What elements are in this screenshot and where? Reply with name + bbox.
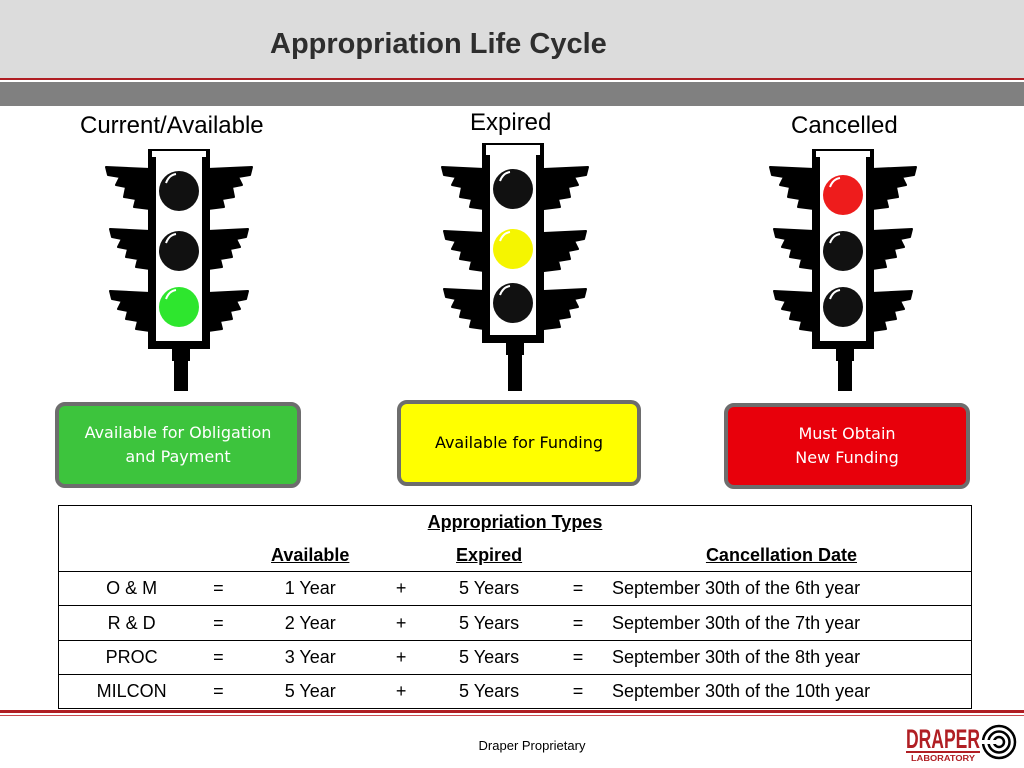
cell-plus: + [388,571,415,606]
active-lamp [823,175,863,215]
cell-equals: = [563,673,592,709]
cell-type: R & D [58,605,205,641]
header-band [0,82,1024,106]
status-box-expired: Available for Funding [397,400,641,486]
table-row: R & D = 2 Year + 5 Years = September 30t… [58,605,972,641]
header-cell-empty [59,540,205,572]
header-cancellation-date: Cancellation Date [705,544,857,565]
cell-plus: + [388,639,415,675]
cell-equals: = [204,571,233,606]
cell-equals: = [204,673,233,709]
label-current-available: Current/Available [80,112,264,139]
footer-proprietary-text: Draper Proprietary [478,738,586,753]
header-cell-empty [564,540,592,572]
logo-wordmark: DRAPER [906,724,980,754]
footer-rule [0,710,1024,713]
header-cell-empty [388,540,414,572]
cell-cancellation-date: September 30th of the 6th year [591,571,972,606]
slide-title: Appropriation Life Cycle [270,28,607,60]
logo-subtitle: LABORATORY [911,754,976,763]
status-text-expired: Available for Funding [434,433,604,452]
traffic-light-green-icon [105,149,253,391]
cell-cancellation-date: September 30th of the 7th year [591,605,972,641]
cell-plus: + [388,673,415,709]
table-title-row: Appropriation Types [59,506,972,540]
table-row: PROC = 3 Year + 5 Years = September 30th… [58,639,972,675]
cell-type: O & M [58,571,205,606]
cell-type: PROC [58,639,205,675]
cell-type: MILCON [58,673,205,709]
active-lamp [159,287,199,327]
active-lamp [493,229,533,269]
status-box-available: Available for Obligation and Payment [55,402,301,488]
status-box-cancelled: Must Obtain New Funding [724,403,970,489]
header-expired: Expired [456,544,523,565]
table-row: O & M = 1 Year + 5 Years = September 30t… [58,571,972,606]
cell-expired: 5 Years [414,639,564,675]
traffic-light-yellow-icon [441,143,589,391]
status-text-available: Available for Obligation and Payment [84,423,272,466]
cell-expired: 5 Years [414,673,564,709]
cell-equals: = [204,605,233,641]
table-title: Appropriation Types [427,512,603,533]
cell-expired: 5 Years [414,571,564,606]
header-bar [0,0,1024,80]
cell-plus: + [388,605,415,641]
draper-laboratory-logo: DRAPER LABORATORY [906,724,1017,763]
status-text-cancelled: Must Obtain New Funding [795,424,899,467]
label-expired: Expired [470,109,552,136]
cell-cancellation-date: September 30th of the 10th year [591,673,972,709]
cell-available: 3 Year [232,639,389,675]
cell-cancellation-date: September 30th of the 8th year [591,639,972,675]
label-cancelled: Cancelled [791,112,898,139]
table-header-row: Available Expired Cancellation Date [59,540,972,572]
cell-available: 2 Year [232,605,389,641]
cell-expired: 5 Years [414,605,564,641]
table-row: MILCON = 5 Year + 5 Years = September 30… [58,673,972,709]
cell-available: 1 Year [232,571,389,606]
header-available: Available [271,544,350,565]
header-cell-empty [204,540,232,572]
cell-equals: = [563,639,592,675]
footer-rule-thin [0,715,1024,716]
cell-available: 5 Year [232,673,389,709]
appropriation-types-table: Appropriation Types Available Expired Ca… [58,505,972,709]
traffic-light-red-icon [769,149,917,391]
cell-equals: = [563,605,592,641]
cell-equals: = [563,571,592,606]
cell-equals: = [204,639,233,675]
